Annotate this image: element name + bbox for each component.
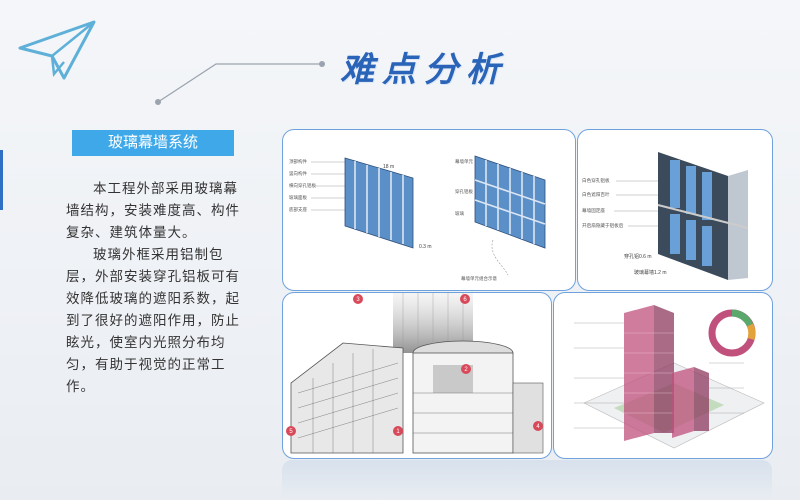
marker-5: 5 xyxy=(289,429,293,435)
marker-6: 6 xyxy=(463,297,467,303)
edge-accent xyxy=(0,150,3,210)
section-label: 玻璃幕墙系统 xyxy=(72,130,234,156)
dim-1: 穿孔铝0.6 m xyxy=(624,253,652,260)
curtain-wall-unit-diagram: 顶部构件 竖向构件 横向穿孔铝板 玻璃面板 底部支座 18 m 0.3 m 幕墙… xyxy=(282,129,576,291)
label-c3: 幕墙固定座 xyxy=(582,207,605,214)
label-c4: 开启扇隐藏于铝板后 xyxy=(582,222,624,229)
marker-4: 4 xyxy=(536,424,540,430)
diagram1-caption: 幕墙单元组合示意 xyxy=(461,275,497,282)
label-a4: 玻璃面板 xyxy=(289,194,307,201)
marker-1: 1 xyxy=(396,429,400,435)
description-text: 本工程外部采用玻璃幕墙结构，安装难度高、构件复杂、建筑体量大。 玻璃外框采用铝制… xyxy=(66,178,252,398)
dim-top: 18 m xyxy=(383,164,394,170)
glass-panels-right xyxy=(474,155,546,249)
page-title: 难点分析 xyxy=(340,50,508,90)
paper-plane-icon xyxy=(18,20,96,80)
label-a5: 底部支座 xyxy=(289,206,307,213)
panel-reflection xyxy=(282,460,772,500)
label-c1: 白色穿孔铝板 xyxy=(582,177,610,184)
tower-tall xyxy=(624,305,674,441)
label-a3: 横向穿孔铝板 xyxy=(289,182,316,189)
dim-2: 玻璃幕墙1.2 m xyxy=(634,269,667,276)
marker-2: 2 xyxy=(464,367,468,373)
paragraph-2: 玻璃外框采用铝制包层，外部安装穿孔铝板可有效降低玻璃的遮阳系数，起到了很好的遮阳… xyxy=(66,247,240,395)
building-section-diagram: 1 2 3 4 5 6 xyxy=(282,292,552,459)
paragraph-1: 本工程外部采用玻璃幕墙结构，安装难度高、构件复杂、建筑体量大。 xyxy=(66,181,240,241)
label-c2: 白色遮阳百叶 xyxy=(582,191,610,198)
marker-3: 3 xyxy=(356,297,360,303)
tower-short xyxy=(672,367,709,438)
label-b2: 穿孔铝板 xyxy=(455,188,473,195)
label-b1: 幕墙单元 xyxy=(455,158,473,165)
donut-chart xyxy=(708,309,756,357)
label-a1: 顶部构件 xyxy=(289,158,307,165)
label-a2: 竖向构件 xyxy=(289,170,307,177)
label-b3: 玻璃 xyxy=(455,210,464,217)
perforated-panel-diagram: 白色穿孔铝板 白色遮阳百叶 幕墙固定座 开启扇隐藏于铝板后 穿孔铝0.6 m 玻… xyxy=(577,129,773,291)
glass-panels-left xyxy=(344,157,414,249)
dim-side: 0.3 m xyxy=(419,244,432,250)
tower-axonometric-diagram xyxy=(553,292,773,459)
